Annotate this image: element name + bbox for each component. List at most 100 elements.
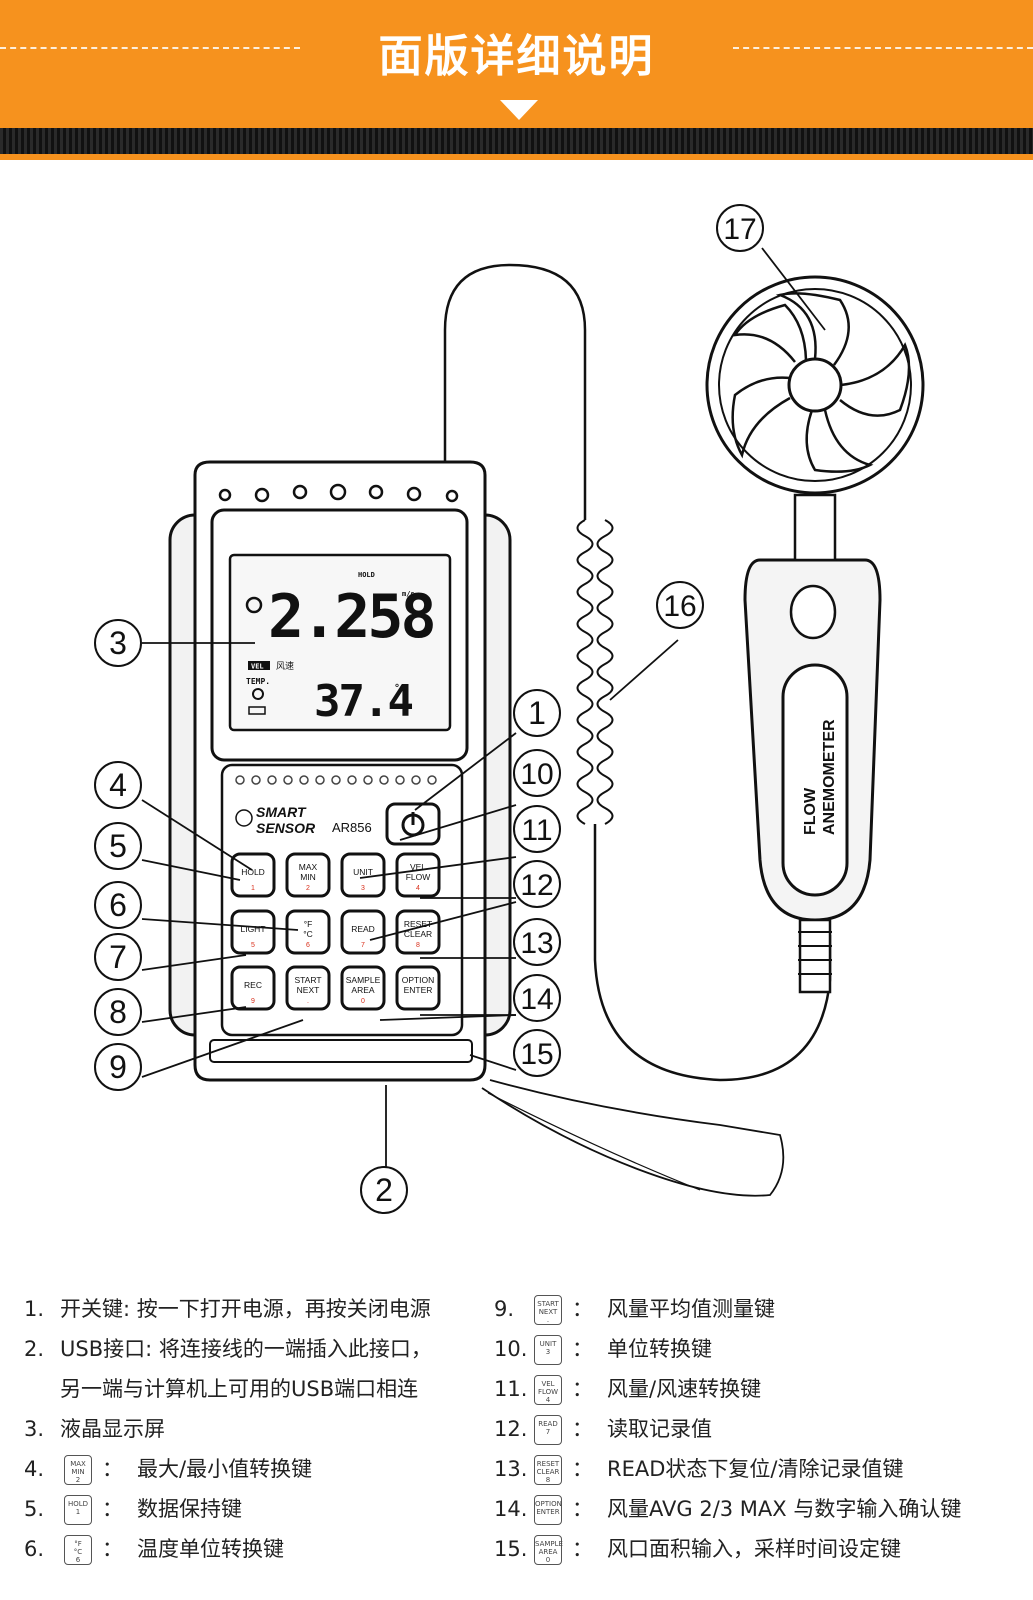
keypad-button[interactable]: °F°C6	[285, 909, 331, 955]
keypad-button-label: OPTION	[402, 975, 435, 985]
callout-number: 16	[663, 590, 696, 623]
brand-logo-icon	[235, 809, 253, 827]
keypad-button-label: MAX	[299, 862, 318, 872]
callout-marker: 9	[94, 1043, 142, 1091]
cable-top	[443, 263, 587, 520]
keypad-button-label: CLEAR	[404, 929, 432, 939]
keypad-button-digit: 7	[361, 942, 365, 949]
legend-item-3: 3.液晶显示屏	[24, 1417, 165, 1441]
meter-body	[168, 460, 512, 1082]
keypad-button-digit: 2	[306, 885, 310, 892]
keypad-button-label: °C	[303, 929, 313, 939]
lcd-temp-label: TEMP.	[246, 677, 270, 686]
cable-bottom	[593, 824, 832, 1082]
keypad-button-label: AREA	[351, 985, 374, 995]
callout-number: 17	[723, 213, 756, 246]
callout-marker: 8	[94, 988, 142, 1036]
model-label: AR856	[332, 820, 372, 835]
keypad-button-digit: 6	[306, 942, 310, 949]
keypad-button-digit: .	[307, 998, 309, 1005]
callout-number: 6	[109, 887, 127, 923]
coiled-cable	[576, 519, 614, 825]
top-vents	[218, 483, 459, 503]
callout-marker: 10	[513, 749, 561, 797]
callout-marker: 7	[94, 933, 142, 981]
power-button[interactable]	[385, 802, 441, 846]
device-diagram: HOLD 2.258 m/s VEL 风速 TEMP. 37.4 °C SMAR…	[94, 204, 925, 1214]
callout-marker: 14	[513, 974, 561, 1022]
lcd-vel-tag: VEL	[251, 663, 264, 671]
callout-number: 8	[109, 994, 127, 1030]
legend: 1.开关键: 按一下打开电源，再按关闭电源 2.USB接口: 将连接线的一端插入…	[0, 1295, 1033, 1600]
legend-item-1: 1.开关键: 按一下打开电源，再按关闭电源	[24, 1297, 431, 1321]
callout-marker: 13	[513, 918, 561, 966]
callout-number: 3	[109, 625, 127, 661]
wrist-strap	[481, 1079, 785, 1197]
lcd-vel-text: 风速	[276, 661, 294, 672]
callout-number: 11	[521, 814, 552, 847]
callout-number: 14	[520, 983, 553, 1016]
callout-number: 1	[528, 695, 546, 731]
callout-number: 12	[520, 869, 553, 902]
legend-item-2b: 另一端与计算机上可用的USB端口相连	[60, 1377, 419, 1401]
callout-marker: 5	[94, 822, 142, 870]
temp-fan-icon	[252, 688, 264, 700]
legend-item-2: 2.USB接口: 将连接线的一端插入此接口，	[24, 1337, 432, 1361]
lcd-temp-value: 37.4	[314, 676, 412, 727]
banner-dash-left	[0, 47, 300, 49]
keypad-button-label: VEL	[410, 862, 426, 872]
lcd-main-unit: m/s	[402, 590, 415, 598]
indicator-dots	[235, 775, 437, 785]
callout-marker: 12	[513, 860, 561, 908]
brand-line1: SMART	[256, 804, 307, 820]
keypad-button-digit: 0	[361, 998, 365, 1005]
banner-dash-right	[733, 47, 1033, 49]
callout-number: 9	[109, 1049, 127, 1085]
keypad-button-label: REC	[244, 980, 262, 990]
fan-icon	[245, 596, 263, 614]
keypad-button-label: ENTER	[404, 985, 433, 995]
keypad-button-label: FLOW	[406, 872, 431, 882]
callout-number: 10	[520, 758, 553, 791]
lcd-hold: HOLD	[358, 571, 375, 579]
keypad: HOLD1MAXMIN2UNIT3VELFLOW4LIGHT5°F°C6READ…	[230, 852, 441, 1011]
probe-label-line1: FLOW	[802, 787, 819, 835]
keypad-button-label: MIN	[300, 872, 316, 882]
callout-number: 4	[109, 767, 127, 803]
keypad-button-label: START	[294, 975, 321, 985]
callout-marker: 4	[94, 761, 142, 809]
keypad-button-label: SAMPLE	[346, 975, 381, 985]
keypad-button[interactable]: REC 9	[230, 965, 276, 1011]
down-arrow-icon	[500, 100, 538, 120]
keypad-button-digit: 8	[416, 942, 420, 949]
keypad-button-digit: 9	[251, 998, 255, 1005]
fan-blades	[731, 292, 911, 473]
callout-number: 13	[520, 927, 553, 960]
callout-marker: 16	[656, 581, 704, 629]
keypad-button-digit: 1	[251, 885, 255, 892]
callout-marker: 11	[513, 805, 561, 853]
vel-tag-bg	[248, 661, 270, 670]
probe-label-line2: ANEMOMETER	[821, 719, 838, 835]
callout-number: 15	[520, 1038, 553, 1071]
